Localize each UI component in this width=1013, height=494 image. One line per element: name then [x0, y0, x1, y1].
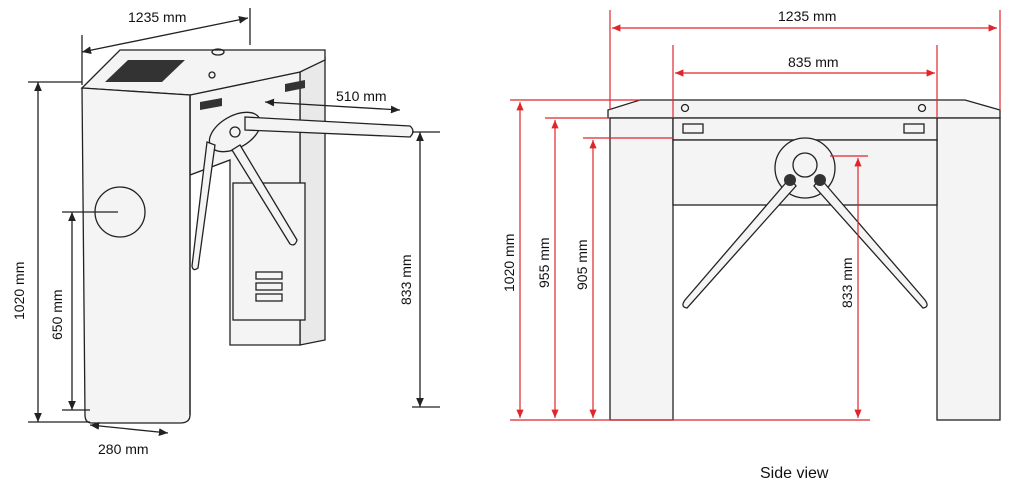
- turnstile-side-body: [607, 99, 1001, 421]
- dim-width-top: 1235 mm: [128, 9, 186, 25]
- side-dim-height-beam: 905 mm: [574, 239, 590, 290]
- side-view: 1235 mm 835 mm 1020 mm 955 mm 905 mm 833…: [501, 8, 1001, 482]
- perspective-view: 1235 mm 510 mm 1020 mm 650 mm 833 mm 280…: [11, 8, 440, 457]
- dim-arm-height: 833 mm: [398, 254, 414, 305]
- side-dimension-lines: [510, 10, 1001, 421]
- side-view-caption: Side view: [760, 465, 829, 482]
- turnstile-body: [80, 48, 414, 424]
- dim-cabinet-depth: 280 mm: [98, 441, 149, 457]
- side-dim-width-total: 1235 mm: [778, 8, 836, 24]
- side-dim-arm-height: 833 mm: [839, 257, 855, 308]
- dim-arm-length: 510 mm: [336, 88, 387, 104]
- dim-height-total: 1020 mm: [11, 262, 27, 320]
- dim-reader-height: 650 mm: [49, 289, 65, 340]
- side-dim-height-lid: 955 mm: [536, 237, 552, 288]
- side-dim-height-total: 1020 mm: [501, 234, 517, 292]
- side-dim-width-inner: 835 mm: [788, 54, 839, 70]
- dimension-lines: [28, 8, 440, 436]
